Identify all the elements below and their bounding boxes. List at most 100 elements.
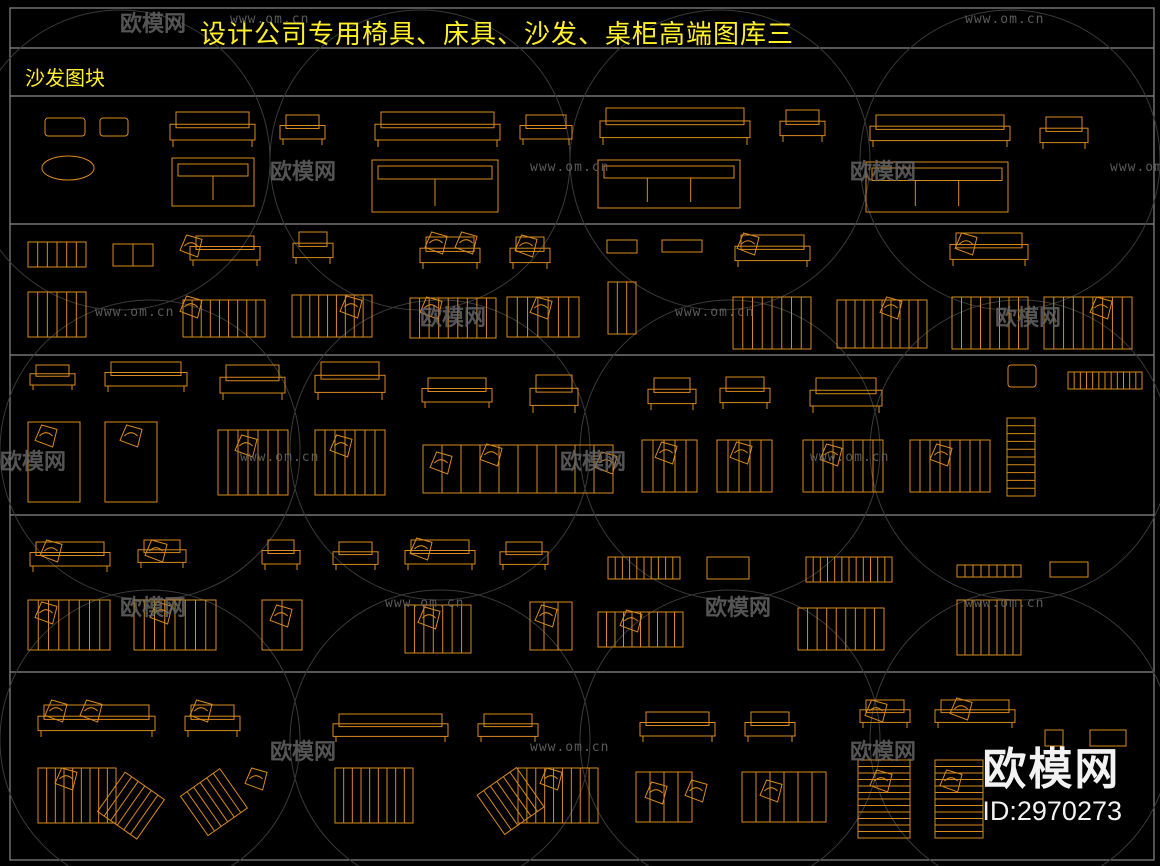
sofa-outline (607, 281, 637, 335)
blanket-fold (184, 303, 198, 308)
blanket-shape (454, 231, 478, 255)
sofa-elevation-block (184, 704, 241, 737)
blanket-shape (654, 441, 678, 465)
blanket-fold (734, 449, 748, 454)
throw-blanket-block (1089, 296, 1113, 320)
throw-blanket-block (514, 234, 538, 258)
sofa-elevation-block (809, 377, 883, 413)
stripe-line (483, 790, 512, 831)
blanket-fold (599, 459, 613, 464)
sofa-outline (517, 767, 599, 824)
sofa-outline (797, 607, 885, 651)
blanket-fold (459, 239, 473, 244)
sofa-elevation-block (29, 541, 111, 572)
watermark-brand: 欧模网 (0, 450, 67, 475)
sofa-elevation-block (104, 361, 188, 392)
stripe-line (489, 785, 519, 826)
sofa-back (338, 541, 373, 556)
blanket-fold (624, 617, 638, 622)
throw-blanket-block (819, 443, 843, 467)
watermark-url: www.om.cn (965, 12, 1045, 27)
blanket-shape (864, 699, 888, 723)
ottoman-block (99, 117, 129, 137)
watermark-ring (289, 589, 591, 866)
sofa-outline (291, 294, 373, 338)
striped-sofa-block (909, 439, 991, 493)
blanket-fold (424, 304, 438, 309)
blanket-fold (44, 547, 58, 552)
sofa-outline (865, 161, 1009, 213)
blanket-fold (959, 240, 973, 245)
blanket-shape (819, 443, 843, 467)
blanket-shape (149, 601, 173, 625)
striped-sofa-block (802, 439, 884, 493)
drawing-frame (9, 7, 1155, 861)
watermark-brand: 欧模网 (420, 306, 487, 331)
throw-blanket-block (189, 699, 213, 723)
watermark-ring (0, 589, 301, 866)
throw-blanket-block (329, 434, 353, 458)
bench-block (661, 239, 703, 253)
blanket-fold (519, 242, 533, 247)
throw-blanket-block (79, 699, 103, 723)
watermark-ring (579, 589, 881, 866)
sofa-seat (419, 247, 481, 264)
blanket-shape (529, 296, 553, 320)
sofa-back (750, 711, 790, 726)
sofa-seat (477, 723, 539, 737)
sofa-outline (334, 767, 414, 824)
blanket-fold (124, 432, 138, 437)
striped-sofa-block (37, 767, 117, 824)
striped-sofa-block (334, 767, 414, 824)
striped-sofa-block (1043, 296, 1133, 350)
throw-blanket-block (949, 697, 973, 721)
sofa-back (725, 376, 765, 392)
blanket-fold (154, 609, 168, 614)
throw-blanket-block (34, 601, 58, 625)
striped-sofa-block (217, 429, 289, 496)
striped-sofa-block (182, 299, 266, 338)
striped-sofa-block (27, 599, 111, 651)
striped-sofa-block (27, 241, 87, 268)
striped-sofa-block (741, 771, 827, 823)
bench-block (606, 239, 638, 254)
throw-blanket-block (529, 296, 553, 320)
throw-blanket-block (54, 767, 78, 791)
sofa-outline (171, 157, 255, 207)
striped-sofa-block (314, 429, 386, 496)
sofa-outline (529, 601, 573, 651)
blanket-fold (954, 705, 968, 710)
sofa-elevation-block (421, 377, 493, 408)
blanket-shape (339, 295, 363, 319)
blanket-fold (539, 612, 553, 617)
blanket-fold (184, 242, 198, 247)
sofa-outline (597, 159, 741, 209)
sofa-elevation-block (519, 114, 573, 145)
sofa-back (955, 232, 1023, 249)
blanket-fold (434, 459, 448, 464)
side-table (1044, 729, 1064, 747)
blanket-fold (741, 240, 755, 245)
sofa-elevation-block (1039, 116, 1089, 149)
watermark-brand: 欧模网 (270, 160, 337, 185)
throw-blanket-block (234, 434, 258, 458)
stripe-line (193, 786, 222, 827)
stripe-line (116, 785, 146, 826)
watermark-ring (869, 299, 1160, 601)
watermark-brand: 欧模网 (120, 596, 187, 621)
blanket-fold (869, 707, 883, 712)
sofa-elevation-block (332, 541, 379, 570)
sofa-outline (104, 421, 158, 503)
blanket-shape (759, 779, 783, 803)
sofa-seat (809, 389, 883, 407)
blanket-shape (39, 539, 63, 563)
sofa-seat (499, 551, 549, 565)
sofa-outline (1043, 296, 1133, 350)
watermark-brand: 欧模网 (120, 12, 187, 37)
sofa-seat (184, 715, 241, 732)
blanket-shape (879, 296, 903, 320)
watermark-url: www.om.cn (810, 450, 890, 465)
sofa-elevation-block (949, 232, 1029, 266)
sofa-seat (1039, 127, 1089, 144)
sofa-outline (641, 439, 698, 493)
